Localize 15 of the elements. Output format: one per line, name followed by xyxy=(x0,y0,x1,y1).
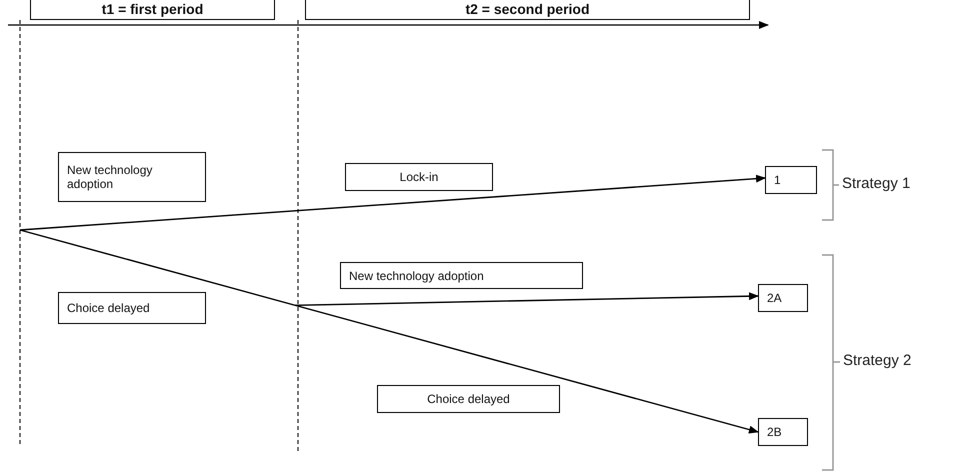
outcome-box: 2B xyxy=(758,418,808,446)
arrow xyxy=(294,292,759,306)
arrow xyxy=(20,229,759,434)
period-header: t2 = second period xyxy=(305,0,750,20)
strategy-label: Strategy 2 xyxy=(843,352,912,369)
option-box: New technology adoption xyxy=(340,262,583,289)
strategy-label: Strategy 1 xyxy=(842,175,910,192)
outcome-box: 1 xyxy=(765,166,817,194)
outcome-box: 2A xyxy=(758,284,808,312)
period-header: t1 = first period xyxy=(30,0,275,20)
option-box: Choice delayed xyxy=(377,385,560,413)
option-box: Lock-in xyxy=(345,163,493,191)
option-box: New technology adoption xyxy=(58,152,206,202)
arrow xyxy=(20,174,766,231)
option-box: Choice delayed xyxy=(58,292,206,324)
